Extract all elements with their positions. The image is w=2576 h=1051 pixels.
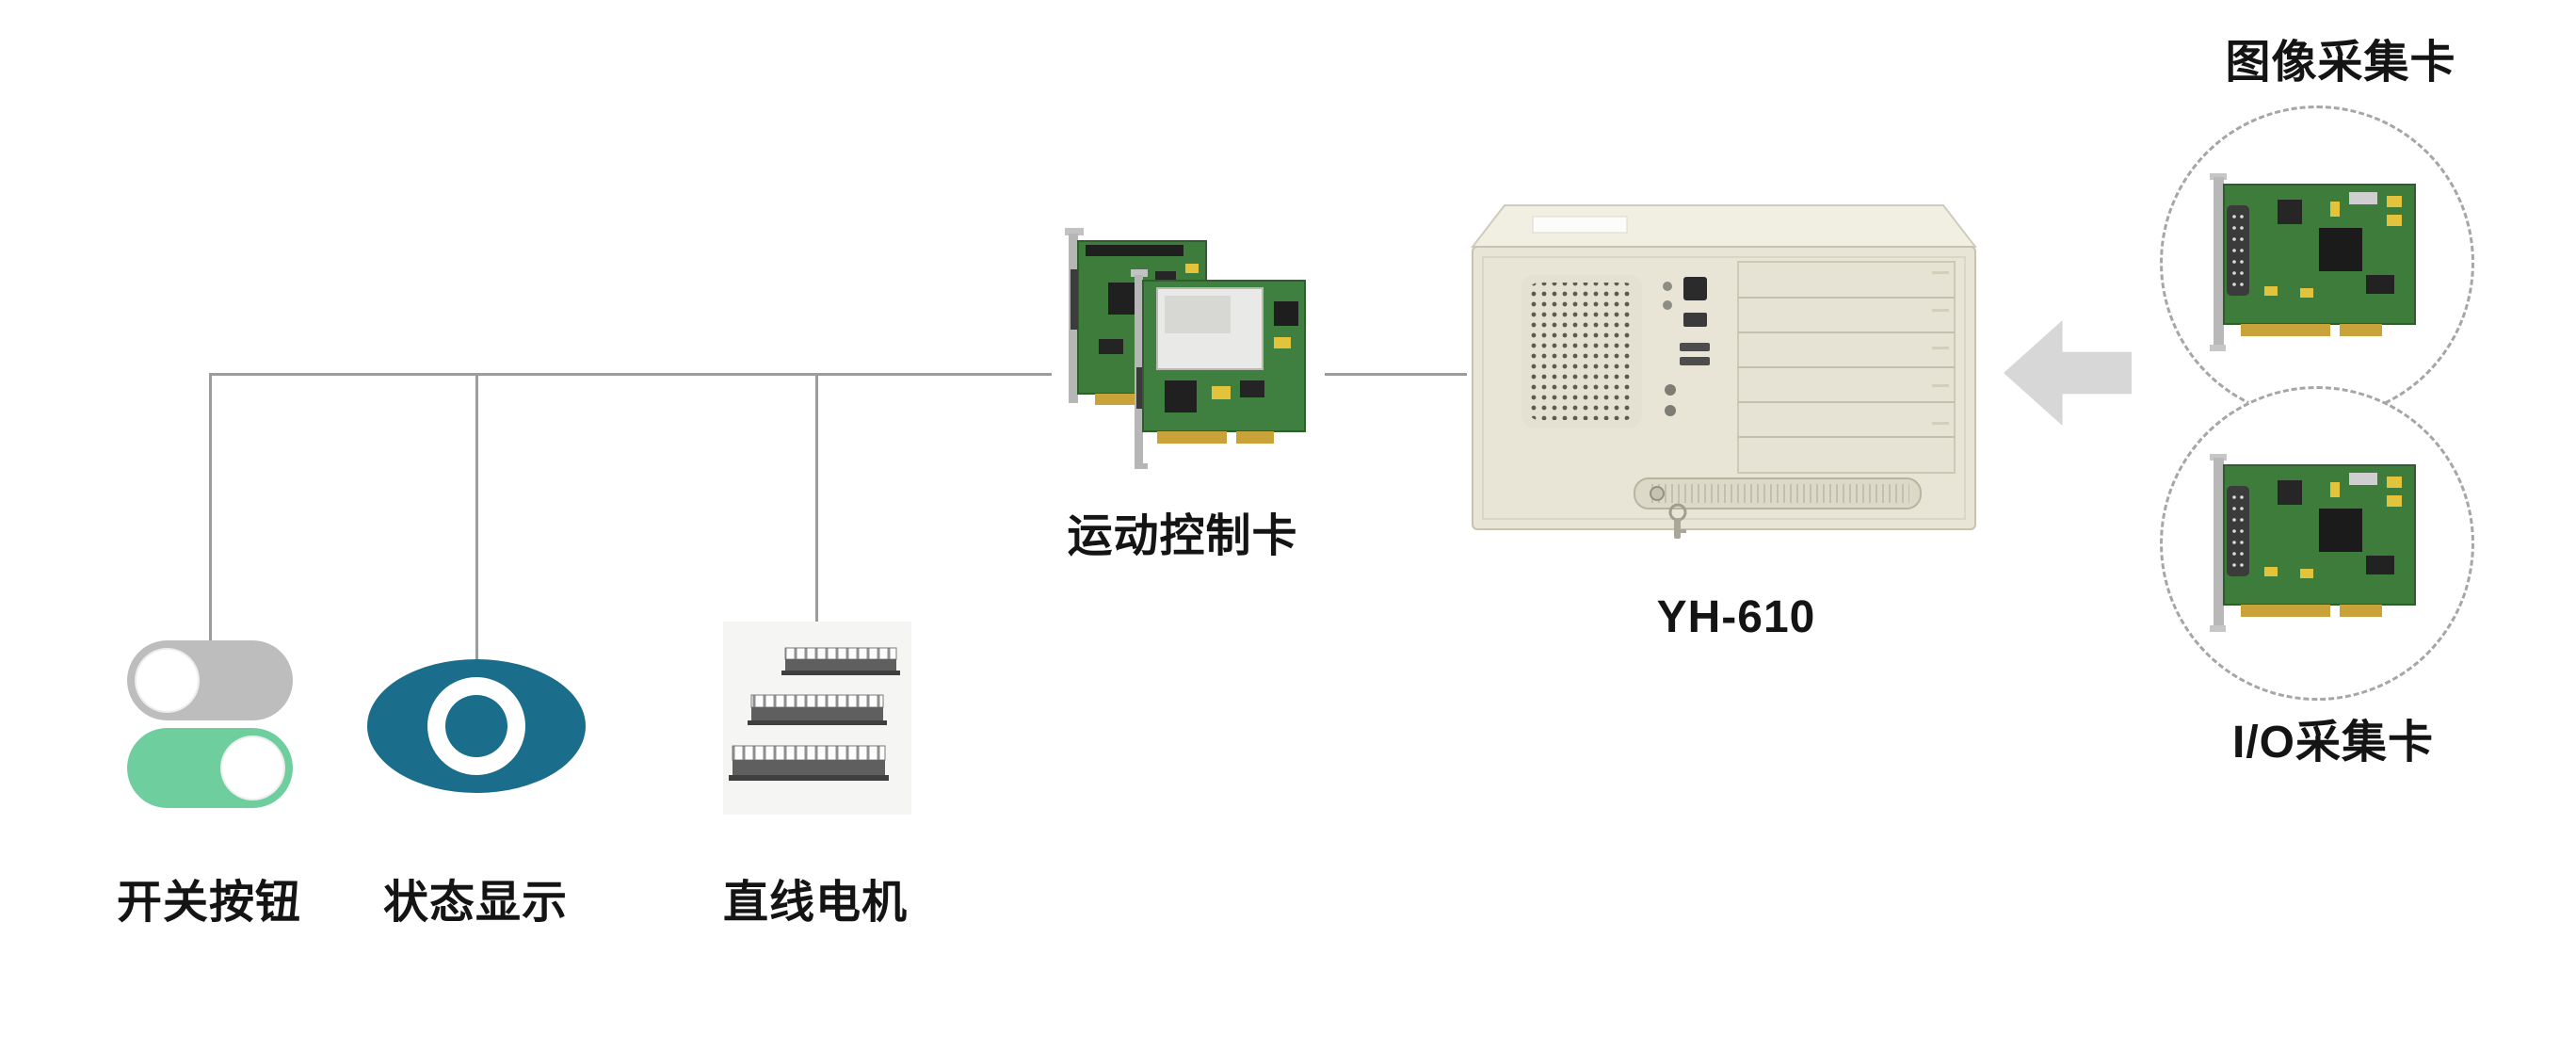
connector-vertical-status — [475, 373, 478, 659]
industrial-pc-chassis-image — [1467, 196, 1981, 551]
connector-vertical-motor — [815, 373, 818, 623]
label-image-capture-card: 图像采集卡 — [2225, 38, 2456, 88]
toggle-on-track — [127, 728, 293, 808]
eye-pupil — [445, 695, 507, 757]
toggle-switches-icon — [127, 640, 293, 810]
io-capture-card-image — [2208, 454, 2426, 638]
toggle-on-knob — [220, 736, 285, 800]
motion-control-card-image — [1052, 226, 1325, 487]
connector-vertical-switch — [209, 373, 212, 642]
eye-icon — [367, 659, 586, 793]
label-switch: 开关按钮 — [116, 878, 302, 928]
linear-motor-image — [723, 622, 911, 819]
label-io-capture-card: I/O采集卡 — [2231, 718, 2435, 768]
left-arrow-icon — [2004, 320, 2132, 426]
image-capture-card-image — [2208, 173, 2426, 357]
label-linear-motor: 直线电机 — [722, 878, 909, 928]
connector-main-horizontal — [209, 373, 1485, 376]
label-motion-control-card: 运动控制卡 — [1067, 511, 1298, 561]
toggle-off-track — [127, 640, 293, 720]
toggle-off-knob — [135, 648, 200, 713]
label-status-display: 状态显示 — [382, 878, 569, 928]
label-computer-model: YH-610 — [1656, 592, 1816, 642]
